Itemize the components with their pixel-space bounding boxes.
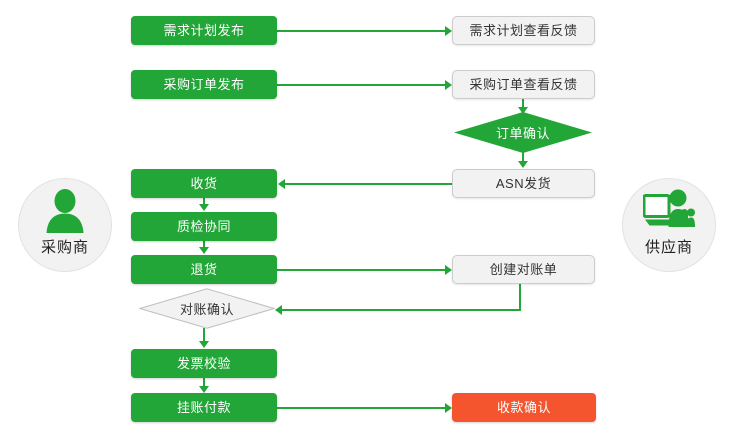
node-return-goods[interactable]: 退货 — [131, 255, 277, 284]
edge-asn-to-receipt-line — [285, 183, 452, 185]
node-reconcile-confirm[interactable]: 对账确认 — [139, 288, 275, 329]
edge-confirm-to-asn-arrow — [518, 161, 528, 168]
node-receipt-confirm[interactable]: 收款确认 — [452, 393, 596, 422]
edge-recon-to-invoice-line — [203, 328, 205, 342]
edge-invoice-to-payment-arrow — [199, 386, 209, 393]
edge-statement-to-recon-arrow — [275, 305, 282, 315]
edge-recon-to-invoice-arrow — [199, 341, 209, 348]
edge-statement-to-recon-vline — [519, 284, 521, 311]
edge-qc-to-return-line — [203, 241, 205, 248]
edge-po-arrow — [445, 80, 452, 90]
node-label: 对账确认 — [179, 302, 234, 317]
node-create-statement[interactable]: 创建对账单 — [452, 255, 595, 284]
node-invoice-verify[interactable]: 发票校验 — [131, 349, 277, 378]
node-label: 挂账付款 — [176, 400, 231, 415]
edge-po-line — [277, 84, 445, 86]
node-order-confirm[interactable]: 订单确认 — [454, 112, 592, 153]
node-label: ASN发货 — [495, 176, 552, 191]
node-label: 质检协同 — [176, 219, 231, 234]
edge-statement-to-recon-hline — [282, 309, 521, 311]
node-asn-shipment[interactable]: ASN发货 — [452, 169, 595, 198]
edge-po-to-confirm-line — [522, 99, 524, 109]
edge-payment-to-receipt-line — [277, 407, 445, 409]
edge-confirm-to-asn-line — [522, 152, 524, 163]
edge-payment-to-receipt-arrow — [445, 403, 452, 413]
person-icon — [44, 189, 86, 233]
node-demand-plan-feedback[interactable]: 需求计划查看反馈 — [452, 16, 595, 45]
node-label: 收款确认 — [496, 400, 551, 415]
edge-receipt-to-qc-line — [203, 198, 205, 205]
node-po-publish[interactable]: 采购订单发布 — [131, 70, 277, 99]
actor-label: 供应商 — [644, 239, 693, 256]
node-label: 需求计划发布 — [163, 23, 245, 38]
actor-label: 采购商 — [40, 239, 89, 256]
edge-return-to-statement-arrow — [445, 265, 452, 275]
actor-buyer[interactable]: 采购商 — [18, 178, 112, 272]
edge-demand-plan-line — [277, 30, 445, 32]
edge-return-to-statement-line — [277, 269, 445, 271]
node-label: 订单确认 — [495, 126, 550, 141]
edge-receipt-to-qc-arrow — [199, 204, 209, 211]
node-payable-payment[interactable]: 挂账付款 — [131, 393, 277, 422]
edge-asn-to-receipt-arrow — [278, 179, 285, 189]
node-label: 需求计划查看反馈 — [469, 23, 578, 38]
node-demand-plan-publish[interactable]: 需求计划发布 — [131, 16, 277, 45]
edge-qc-to-return-arrow — [199, 247, 209, 254]
node-label: 退货 — [190, 262, 218, 277]
node-label: 采购订单发布 — [163, 77, 245, 92]
actor-supplier[interactable]: 供应商 — [622, 178, 716, 272]
node-label: 创建对账单 — [489, 262, 558, 277]
edge-demand-plan-arrow — [445, 26, 452, 36]
node-label: 采购订单查看反馈 — [469, 77, 578, 92]
node-label: 收货 — [190, 176, 218, 191]
node-po-feedback[interactable]: 采购订单查看反馈 — [452, 70, 595, 99]
edge-po-to-confirm-arrow — [518, 107, 528, 114]
node-quality-collab[interactable]: 质检协同 — [131, 212, 277, 241]
diamond-shape-green — [454, 112, 592, 153]
diamond-shape-grey — [139, 288, 275, 329]
edge-invoice-to-payment-line — [203, 378, 205, 387]
person-computer-icon — [643, 189, 695, 233]
node-goods-receipt[interactable]: 收货 — [131, 169, 277, 198]
node-label: 发票校验 — [176, 356, 231, 371]
